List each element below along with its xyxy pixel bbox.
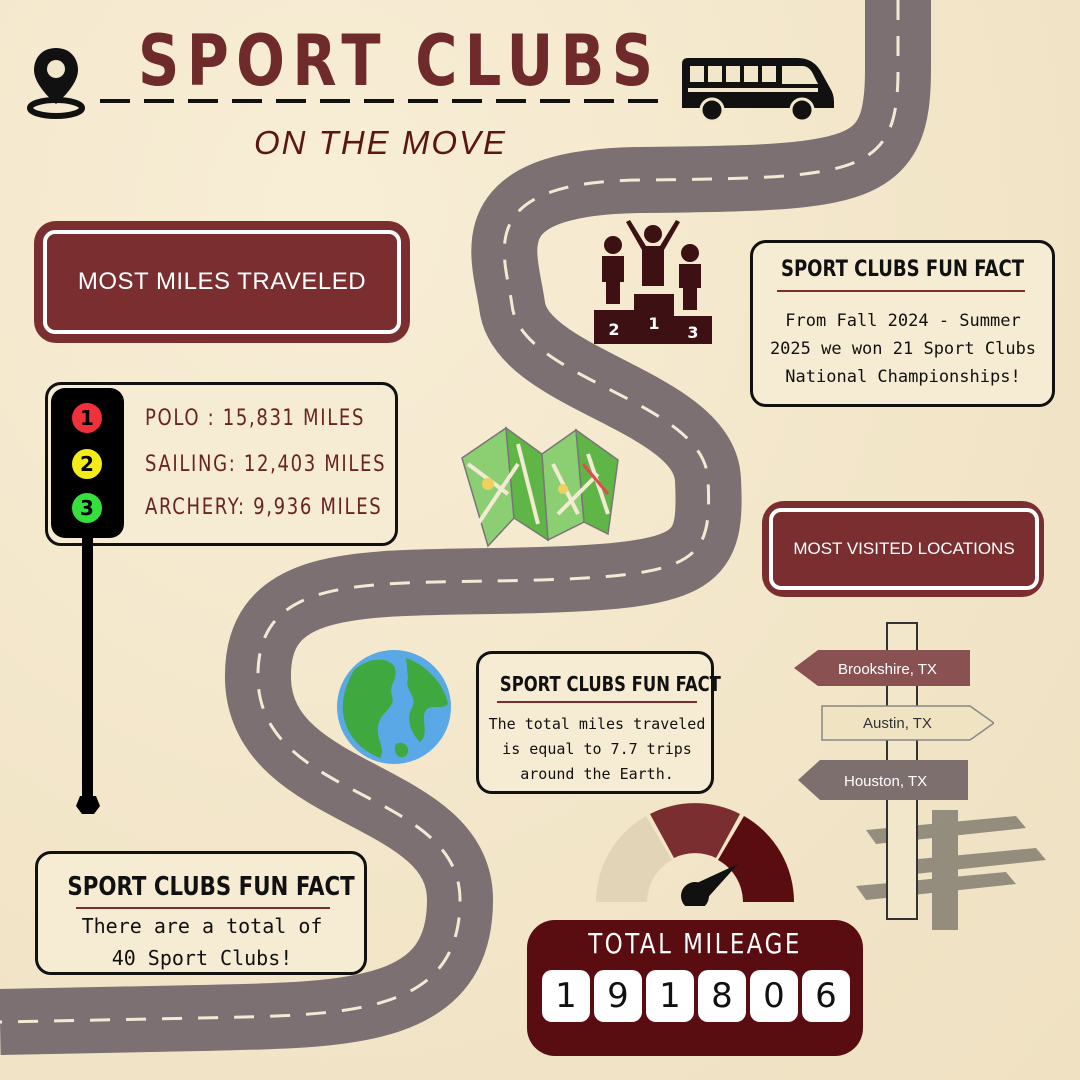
mileage-digit: 1 (646, 970, 694, 1022)
mileage-digit: 0 (750, 970, 798, 1022)
most-miles-sign: MOST MILES TRAVELED (34, 221, 410, 343)
podium-place-2: 2 (608, 320, 619, 339)
page-subtitle: ON THE MOVE (254, 124, 508, 161)
location-sign-1: Brookshire, TX (838, 661, 937, 678)
mileage-digit: 6 (802, 970, 850, 1022)
fun-fact-rule (497, 701, 697, 703)
total-mileage-label: TOTAL MILEAGE (588, 927, 802, 960)
fun-fact-title: SPORT CLUBS FUN FACT (780, 257, 1025, 282)
stat-sailing: SAILING: 12,403 MILES (145, 452, 387, 477)
fun-fact-rule (777, 290, 1025, 292)
mileage-digit: 9 (594, 970, 642, 1022)
signpost-icon (794, 650, 994, 800)
rank-light-1: 1 (70, 401, 104, 435)
road-center-line (0, 0, 898, 1022)
page-title: SPORT CLUBS (138, 20, 661, 102)
stat-archery: ARCHERY: 9,936 MILES (145, 495, 383, 520)
most-miles-heading: MOST MILES TRAVELED (43, 230, 401, 334)
dashed-route-line (100, 99, 670, 103)
podium-icon: 2 1 3 (594, 220, 712, 344)
bus-icon (682, 58, 834, 123)
fun-fact-card-championships: SPORT CLUBS FUN FACT From Fall 2024 - Su… (750, 240, 1055, 407)
podium-place-3: 3 (687, 323, 698, 342)
fun-fact-title: SPORT CLUBS FUN FACT (67, 872, 355, 902)
location-sign-3: Houston, TX (844, 773, 928, 790)
globe-icon (337, 650, 451, 764)
mileage-digit: 1 (542, 970, 590, 1022)
fun-fact-body: There are a total of 40 Sport Clubs! (81, 914, 323, 970)
podium-place-1: 1 (648, 314, 659, 333)
map-pin-icon (27, 48, 85, 119)
fun-fact-rule (76, 907, 330, 909)
rank-number: 1 (80, 406, 94, 430)
most-visited-heading: MOST VISITED LOCATIONS (769, 508, 1039, 590)
folded-map-icon (461, 426, 619, 548)
stat-polo: POLO : 15,831 MILES (145, 406, 366, 431)
fun-fact-body: From Fall 2024 - Summer 2025 we won 21 S… (769, 311, 1037, 387)
fun-fact-title: SPORT CLUBS FUN FACT (499, 672, 721, 696)
rank-light-3: 3 (70, 491, 104, 525)
rank-light-2: 2 (70, 447, 104, 481)
fun-fact-body: The total miles traveled is equal to 7.7… (488, 715, 706, 783)
most-visited-sign: MOST VISITED LOCATIONS (762, 501, 1044, 597)
fun-fact-card-club-count: SPORT CLUBS FUN FACT There are a total o… (35, 851, 367, 975)
rank-number: 3 (80, 496, 94, 520)
fun-fact-card-earth-trips: SPORT CLUBS FUN FACT The total miles tra… (476, 651, 721, 794)
speedometer-icon (596, 803, 794, 906)
rank-number: 2 (80, 452, 94, 476)
mileage-digit: 8 (698, 970, 746, 1022)
traffic-light-base (76, 796, 100, 814)
signpost-shadow (856, 810, 1046, 930)
traffic-light-pole (82, 536, 93, 804)
location-sign-2: Austin, TX (863, 715, 932, 732)
